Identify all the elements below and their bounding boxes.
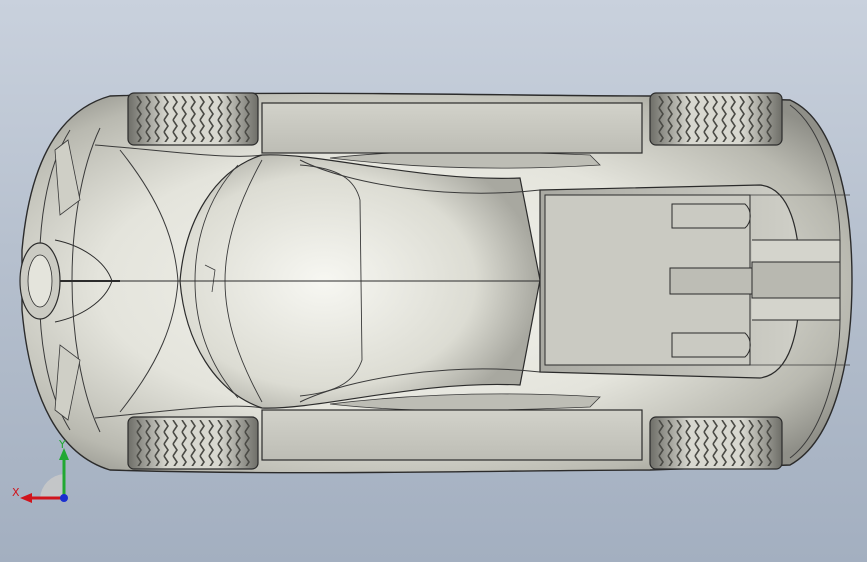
y-axis-label: Y: [58, 440, 66, 451]
z-axis-dot: [60, 494, 68, 502]
wheel-rear-left: [649, 92, 783, 146]
wheel-front-right: [127, 416, 259, 470]
wheel-rear-right: [649, 416, 783, 470]
side-plate-bottom: [261, 409, 643, 461]
wheel-front-left: [127, 92, 259, 146]
side-plate-top: [261, 102, 643, 154]
x-axis-label: X: [12, 486, 20, 499]
axis-triad: X Y: [12, 440, 69, 503]
